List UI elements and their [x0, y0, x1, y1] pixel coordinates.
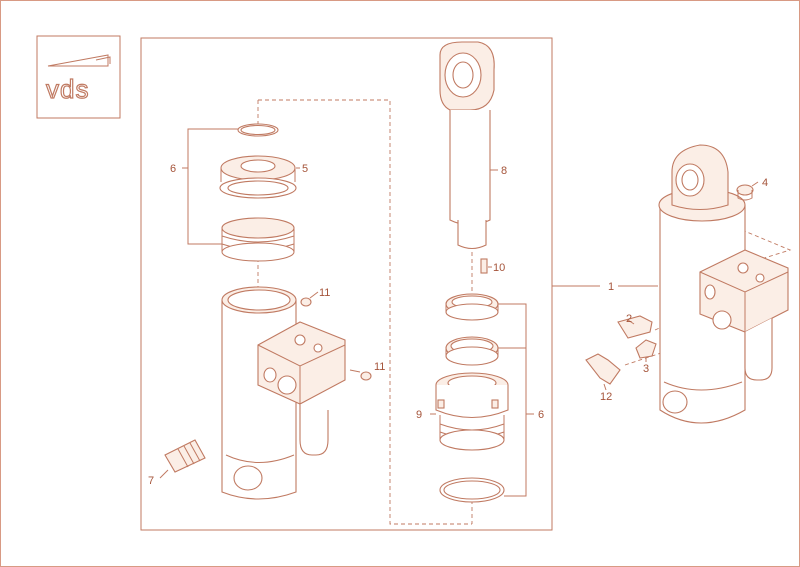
callout-3: 3: [643, 363, 649, 375]
callout-1: 1: [608, 281, 614, 293]
callout-4: 4: [762, 177, 768, 189]
vds-logo: vds: [36, 35, 121, 119]
cylinder-assembly-1: [658, 144, 789, 424]
elbow-fitting-2: [617, 315, 653, 339]
connector-3: [635, 339, 657, 359]
assembly-frame: [140, 37, 553, 531]
callout-10: 10: [493, 262, 505, 274]
grub-screw-10: [480, 258, 488, 274]
logo-text: vds: [46, 74, 89, 104]
dashed-link-seal-kit: [258, 99, 472, 525]
screw-11-top: [300, 297, 312, 307]
piston-rod: [439, 41, 495, 250]
callout-11-right: 11: [374, 361, 385, 373]
cylinder-body: [221, 286, 346, 500]
rod-seal-mid: [445, 336, 499, 366]
callout-6-left: 6: [170, 163, 176, 175]
callout-6-right: 6: [538, 409, 544, 421]
piston-seal: [221, 217, 295, 262]
rod-seal-top: [445, 293, 499, 321]
plug-4: [736, 184, 754, 201]
piston-9: [435, 372, 509, 451]
gland-seal: [219, 155, 297, 199]
callout-8: 8: [501, 165, 507, 177]
callout-12: 12: [600, 391, 612, 403]
elbow-fitting-12: [585, 353, 621, 385]
plug-7: [164, 439, 206, 473]
callout-5: 5: [302, 163, 308, 175]
callout-11-top: 11: [319, 287, 330, 299]
o-ring-bottom: [439, 477, 505, 503]
o-ring: [237, 123, 279, 137]
callout-9: 9: [416, 409, 422, 421]
screw-11-right: [360, 371, 372, 381]
callout-2: 2: [626, 313, 632, 325]
callout-7: 7: [148, 475, 154, 487]
